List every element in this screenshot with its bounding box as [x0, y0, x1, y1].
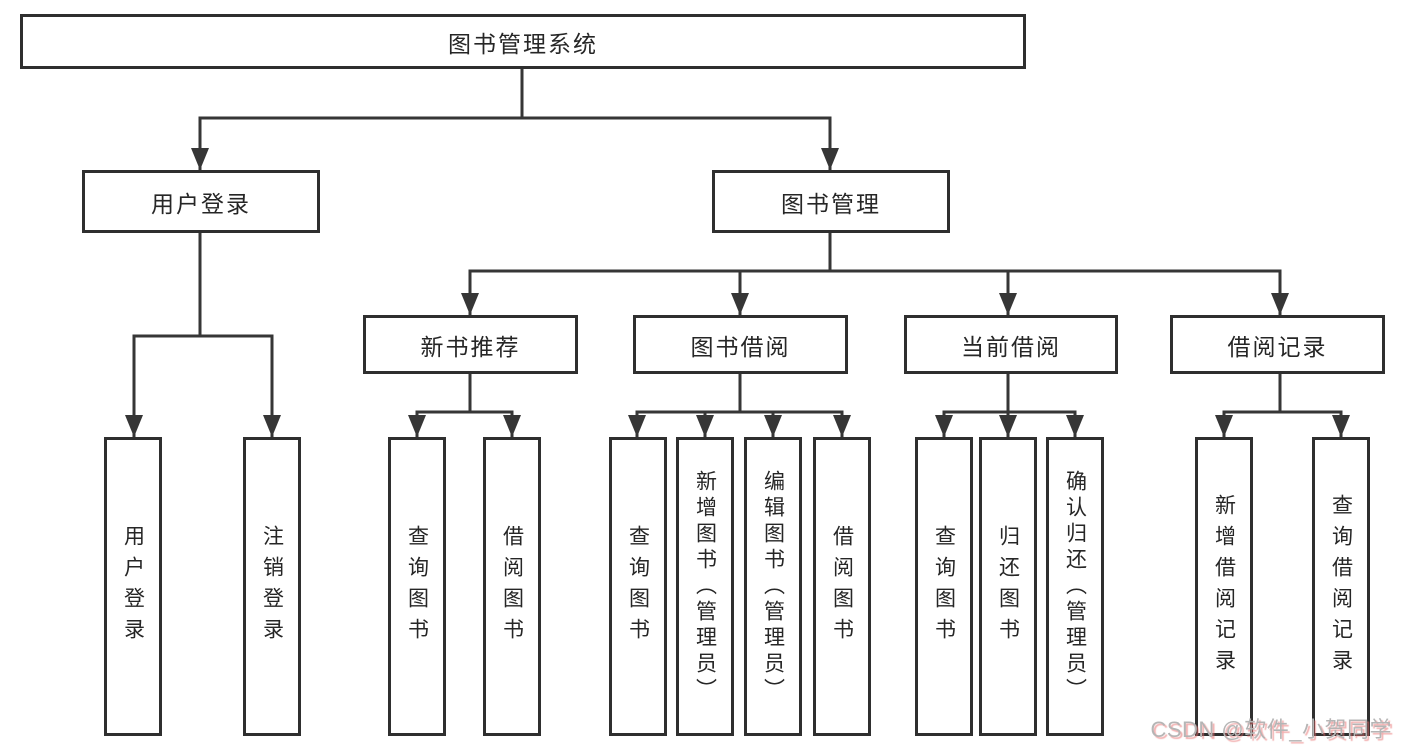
leaf-label: 查询图书	[932, 524, 956, 649]
leaf-label: 用户登录	[121, 524, 145, 649]
leaf-query-books-borrowing: 查询图书	[609, 437, 667, 736]
node-book-management-branch: 图书管理	[712, 170, 950, 233]
node-label: 新书推荐	[420, 333, 521, 360]
leaf-logout: 注销登录	[243, 437, 301, 736]
node-label: 当前借阅	[961, 333, 1061, 360]
leaf-label: 确认归还（管理员）	[1063, 469, 1087, 704]
leaf-borrow-books-borrowing: 借阅图书	[813, 437, 871, 736]
leaf-query-borrow-record: 查询借阅记录	[1312, 437, 1370, 736]
node-label: 用户登录	[151, 190, 251, 217]
node-label: 图书借阅	[690, 333, 791, 360]
csdn-watermark: CSDN @软件_小贺同学	[1150, 717, 1392, 742]
leaf-confirm-return-admin: 确认归还（管理员）	[1046, 437, 1104, 736]
leaf-label: 编辑图书（管理员）	[761, 469, 785, 704]
node-current-borrowing: 当前借阅	[904, 315, 1118, 374]
leaf-borrow-books-recommend: 借阅图书	[483, 437, 541, 736]
leaf-query-books-current: 查询图书	[915, 437, 973, 736]
leaf-return-books: 归还图书	[979, 437, 1037, 736]
node-label: 借阅记录	[1227, 333, 1328, 360]
node-label: 图书管理系统	[448, 30, 598, 57]
leaf-edit-books-admin: 编辑图书（管理员）	[744, 437, 802, 736]
leaf-label: 查询借阅记录	[1329, 493, 1353, 680]
leaf-label: 新增借阅记录	[1212, 493, 1236, 680]
leaf-label: 注销登录	[260, 524, 284, 649]
leaf-query-books-recommend: 查询图书	[388, 437, 446, 736]
leaf-add-borrow-record: 新增借阅记录	[1195, 437, 1253, 736]
leaf-label: 归还图书	[996, 524, 1020, 649]
leaf-label: 查询图书	[405, 524, 429, 649]
leaf-label: 查询图书	[626, 524, 650, 649]
node-user-login-branch: 用户登录	[82, 170, 320, 233]
node-book-borrowing: 图书借阅	[633, 315, 848, 374]
node-label: 图书管理	[781, 190, 881, 217]
leaf-label: 借阅图书	[830, 524, 854, 649]
node-new-book-recommendation: 新书推荐	[363, 315, 578, 374]
leaf-label: 借阅图书	[500, 524, 524, 649]
leaf-label: 新增图书（管理员）	[693, 469, 717, 704]
node-borrowing-records: 借阅记录	[1170, 315, 1385, 374]
leaf-user-login: 用户登录	[104, 437, 162, 736]
leaf-add-books-admin: 新增图书（管理员）	[676, 437, 734, 736]
node-root-library-system: 图书管理系统	[20, 14, 1026, 69]
